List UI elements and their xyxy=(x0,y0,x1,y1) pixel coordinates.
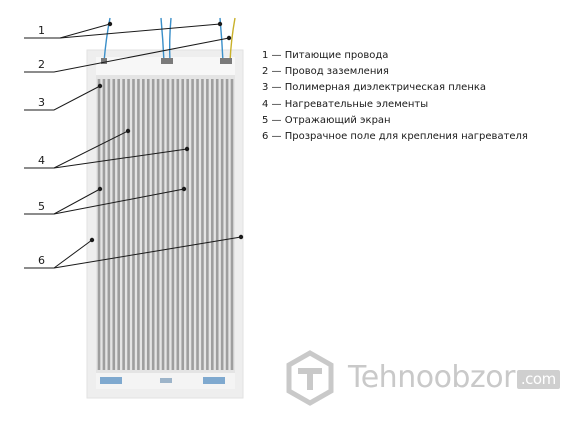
heating-stripe xyxy=(102,79,106,370)
heating-stripe xyxy=(201,79,204,370)
leader-endpoints xyxy=(89,21,244,243)
heating-stripe xyxy=(176,79,180,370)
callout-4: 4 xyxy=(38,154,45,167)
legend-item-4: 4 — Нагревательные элементы xyxy=(262,98,429,110)
heating-stripe xyxy=(230,79,234,370)
callout-2: 2 xyxy=(38,58,45,71)
heating-stripe xyxy=(166,79,170,370)
callout-1: 1 xyxy=(38,24,45,37)
center-mark xyxy=(160,378,172,383)
callout-6: 6 xyxy=(38,254,45,267)
heating-stripe xyxy=(122,79,125,370)
heating-stripe xyxy=(132,79,135,370)
heating-stripe xyxy=(225,79,229,370)
watermark: Tehnoobzor.com xyxy=(282,350,560,406)
wire-clips xyxy=(101,58,232,64)
leader-lines xyxy=(24,23,242,269)
heating-stripe xyxy=(97,79,101,370)
heating-stripe xyxy=(151,79,155,370)
callout-5: 5 xyxy=(38,200,45,213)
heating-stripe xyxy=(220,79,224,370)
watermark-domain: .com xyxy=(516,370,560,389)
legend: 1 — Питающие провода 2 — Провод заземлен… xyxy=(262,48,528,145)
dielectric-film xyxy=(96,75,235,373)
heating-stripe xyxy=(112,79,116,370)
brand-logo-left xyxy=(100,377,122,384)
heating-stripe xyxy=(215,79,219,370)
heating-stripe xyxy=(127,79,130,370)
brand-logo-right xyxy=(203,377,225,384)
heating-stripe xyxy=(206,79,209,370)
heating-stripe xyxy=(171,79,175,370)
tehnoobzor-logo-icon xyxy=(286,350,334,406)
wire-connection-zone xyxy=(96,57,235,75)
heating-stripe xyxy=(137,79,140,370)
legend-item-1: 1 — Питающие провода xyxy=(262,50,389,61)
watermark-name: Tehnoobzor xyxy=(348,360,515,395)
heating-stripe xyxy=(161,79,165,370)
legend-item-2: 2 — Провод заземления xyxy=(262,66,389,78)
heating-stripe xyxy=(107,79,111,370)
legend-item-3: 3 — Полимерная диэлектрическая пленка xyxy=(262,82,487,94)
heating-stripe xyxy=(181,79,185,370)
heating-stripe xyxy=(211,79,214,370)
heating-elements xyxy=(97,79,234,370)
heating-stripe xyxy=(142,79,145,370)
heating-stripe xyxy=(117,79,120,370)
heating-stripe xyxy=(156,79,160,370)
heating-stripe xyxy=(146,79,150,370)
heating-stripe xyxy=(196,79,199,370)
legend-item-5: 5 — Отражающий экран xyxy=(262,114,391,126)
heating-stripe xyxy=(186,79,189,370)
heating-stripe xyxy=(191,79,194,370)
watermark-text: Tehnoobzor.com xyxy=(348,360,560,396)
callout-3: 3 xyxy=(38,96,45,109)
legend-item-6: 6 — Прозрачное поле для крепления нагрев… xyxy=(262,131,528,143)
